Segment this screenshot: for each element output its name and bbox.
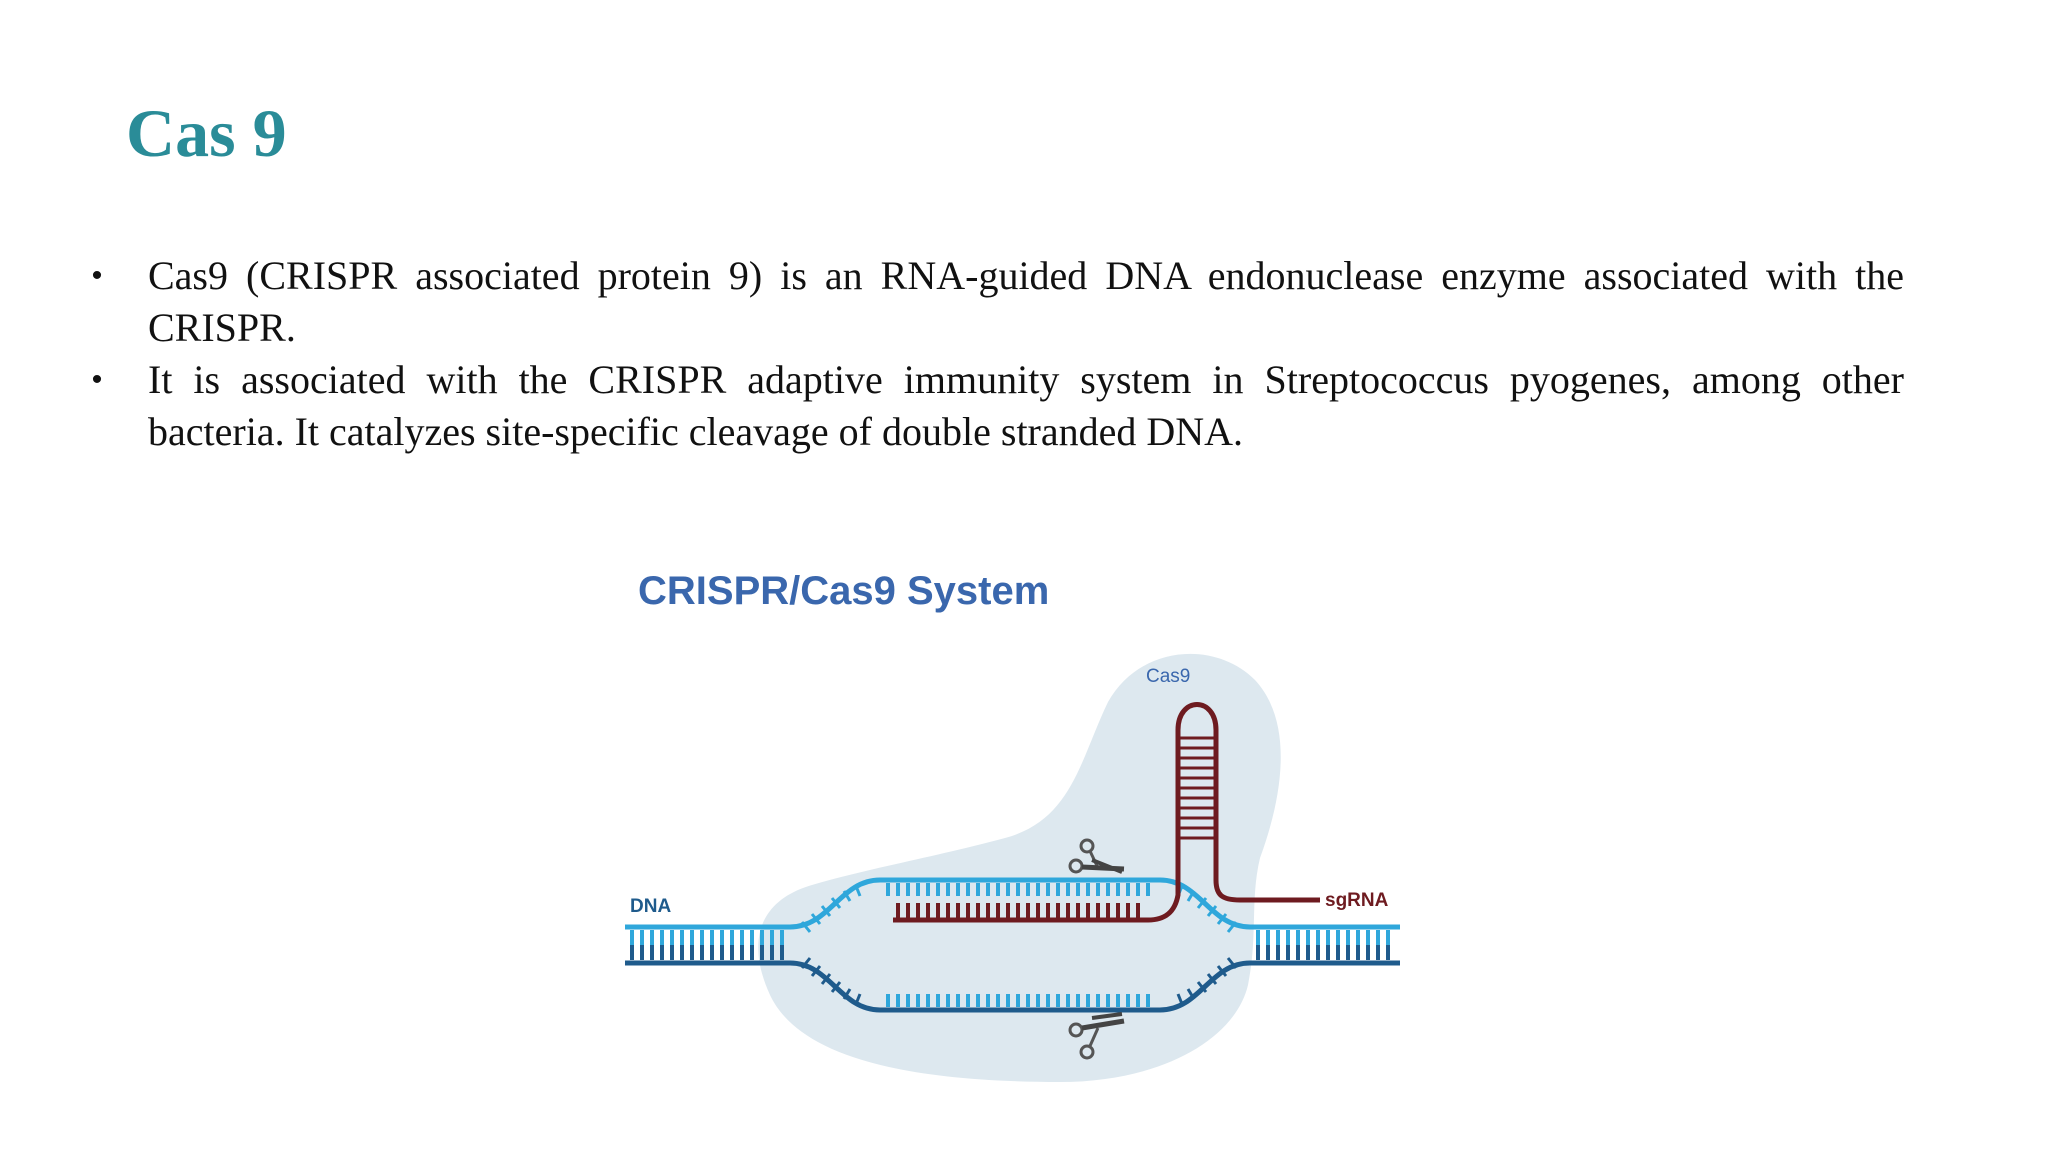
dna-bottom-strand-ticks [886,994,1150,1007]
scissors-icon [1068,838,1125,874]
cas9-label: Cas9 [1146,666,1190,687]
bullet-item: • Cas9 (CRISPR associated protein 9) is … [82,250,1904,354]
dna-base-pairs-left [630,930,784,960]
sgrna-strand [893,702,1320,923]
bullet-text: Cas9 (CRISPR associated protein 9) is an… [148,253,1904,350]
bullet-list: • Cas9 (CRISPR associated protein 9) is … [82,250,1904,458]
figure-title: CRISPR/Cas9 System [638,569,1049,613]
dna-label: DNA [630,896,671,917]
sgrna-label: sgRNA [1325,890,1389,911]
bullet-icon: • [91,259,103,292]
bullet-item: • It is associated with the CRISPR adapt… [82,354,1904,458]
slide-title: Cas 9 [126,95,287,171]
scissors-icon [1068,1012,1125,1060]
sgrna-hairpin-rungs [1180,736,1214,840]
bullet-icon: • [91,363,103,396]
dna-base-pairs-right [1256,930,1390,960]
sgrna-pairing-ticks [896,903,1140,918]
dna-top-strand-ticks [886,883,1150,896]
cas9-protein-shape [758,653,1281,1082]
bullet-text: It is associated with the CRISPR adaptiv… [148,357,1904,454]
